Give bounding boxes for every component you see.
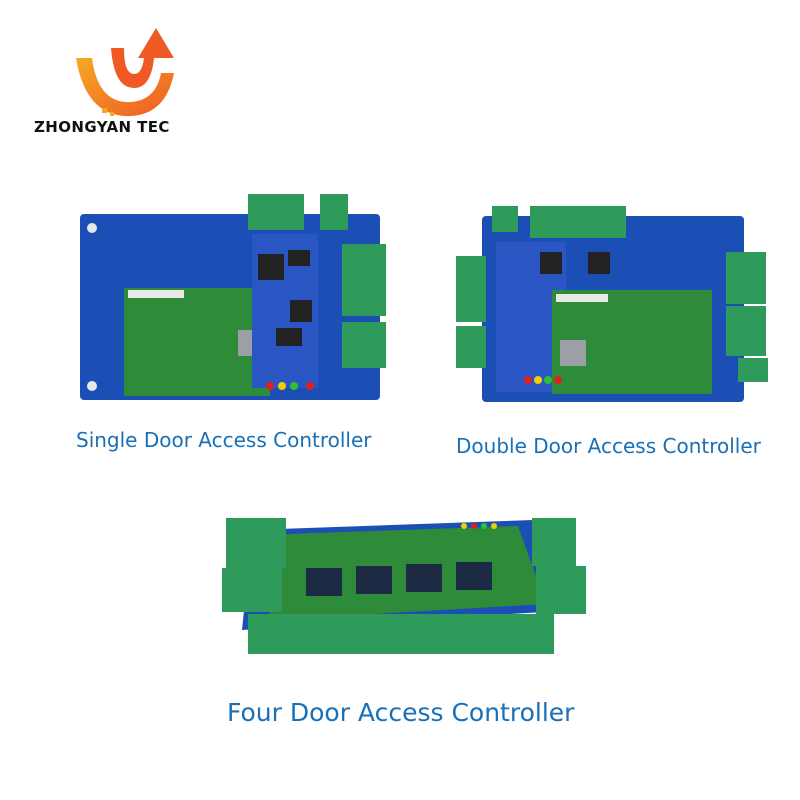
single-door-controller-image: [80, 194, 386, 400]
zhongyan-logo-icon: [76, 28, 174, 117]
four-door-controller-image: [222, 518, 586, 654]
single-door-caption: Single Door Access Controller: [76, 428, 372, 452]
double-door-caption: Double Door Access Controller: [456, 434, 761, 458]
four-door-caption: Four Door Access Controller: [227, 698, 575, 727]
double-door-controller-image: [456, 206, 768, 402]
brand-name: ZHONGYAN TEC: [34, 118, 170, 136]
